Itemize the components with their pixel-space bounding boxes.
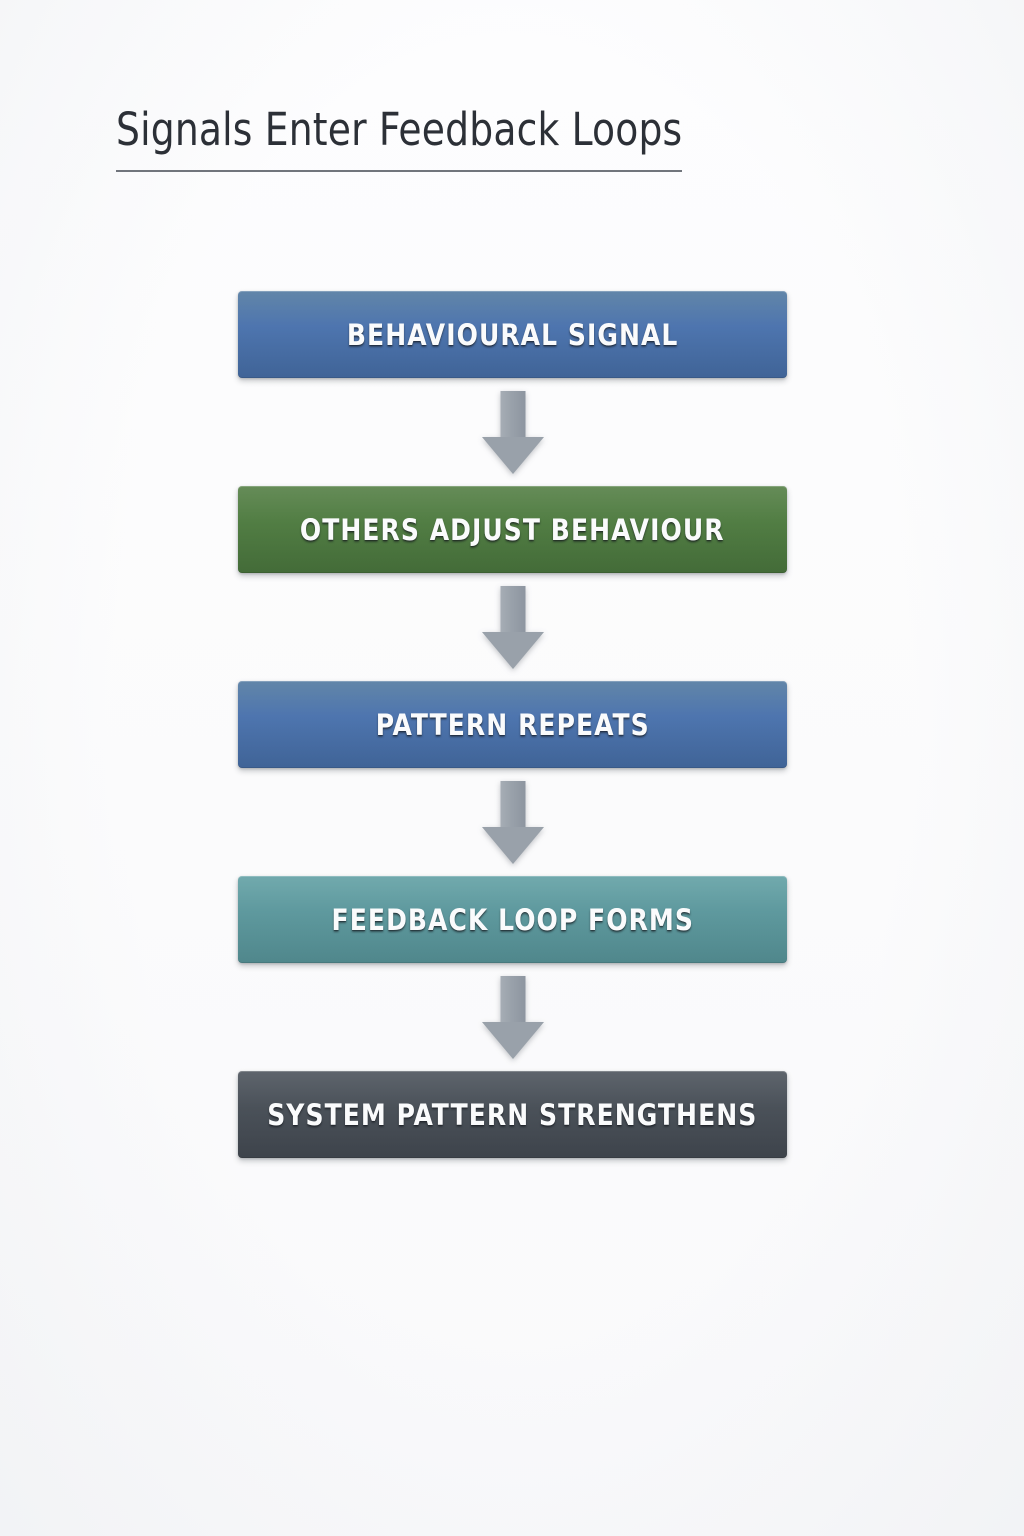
flow-node-label: SYSTEM PATTERN STRENGTHENS bbox=[267, 1097, 758, 1132]
flow-connector-1 bbox=[238, 378, 787, 486]
title-block: Signals Enter Feedback Loops bbox=[116, 104, 688, 172]
arrow-head bbox=[481, 827, 544, 864]
flow-node-behavioural-signal[interactable]: BEHAVIOURAL SIGNAL bbox=[238, 291, 787, 378]
flow-connector-3 bbox=[238, 768, 787, 876]
flow-node-label: OTHERS ADJUST BEHAVIOUR bbox=[300, 512, 725, 547]
arrow-shaft bbox=[500, 976, 525, 1024]
page-title: Signals Enter Feedback Loops bbox=[116, 103, 683, 156]
arrow-shaft bbox=[500, 781, 525, 829]
flow-node-pattern-repeats[interactable]: PATTERN REPEATS bbox=[238, 681, 787, 768]
arrow-head bbox=[481, 632, 544, 669]
flow-node-label: PATTERN REPEATS bbox=[375, 707, 650, 742]
title-underline-rule bbox=[116, 169, 682, 172]
flow-node-label: FEEDBACK LOOP FORMS bbox=[331, 902, 694, 937]
arrow-head bbox=[481, 437, 544, 474]
arrow-shaft bbox=[500, 391, 525, 439]
flow-node-feedback-loop-forms[interactable]: FEEDBACK LOOP FORMS bbox=[238, 876, 787, 963]
flow-node-system-pattern-strengthens[interactable]: SYSTEM PATTERN STRENGTHENS bbox=[238, 1071, 787, 1158]
flow-node-label: BEHAVIOURAL SIGNAL bbox=[346, 317, 679, 352]
arrow-shaft bbox=[500, 586, 525, 634]
arrow-down-icon bbox=[481, 586, 544, 669]
arrow-down-icon bbox=[481, 391, 544, 474]
flow-connector-2 bbox=[238, 573, 787, 681]
flow-connector-4 bbox=[238, 963, 787, 1071]
flow-node-others-adjust-behaviour[interactable]: OTHERS ADJUST BEHAVIOUR bbox=[238, 486, 787, 573]
arrow-head bbox=[481, 1022, 544, 1059]
flowchart: BEHAVIOURAL SIGNAL OTHERS ADJUST BEHAVIO… bbox=[238, 291, 787, 1158]
arrow-down-icon bbox=[481, 976, 544, 1059]
arrow-down-icon bbox=[481, 781, 544, 864]
